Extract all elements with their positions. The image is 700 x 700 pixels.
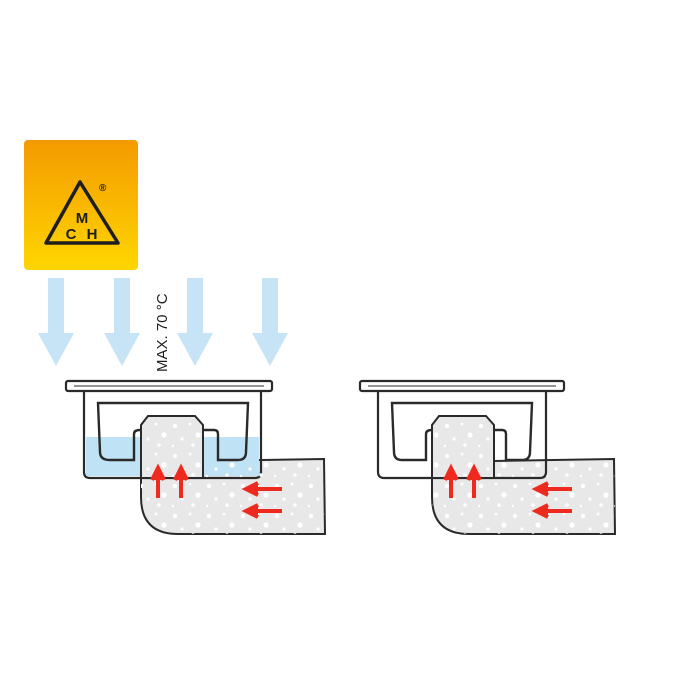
left-drain bbox=[64, 379, 327, 535]
registered-mark: ® bbox=[99, 183, 107, 194]
inflow-arrows bbox=[38, 278, 288, 366]
down-arrow-icon bbox=[177, 278, 213, 366]
mch-logo: M C H ® bbox=[24, 140, 138, 270]
bubble-texture bbox=[143, 418, 201, 476]
bell-trap bbox=[96, 401, 250, 462]
logo-letter-m: M bbox=[76, 210, 89, 227]
flow-arrow-icon bbox=[531, 481, 572, 497]
flow-arrow-icon bbox=[466, 463, 482, 498]
bell-trap bbox=[390, 401, 534, 462]
flow-arrow-icon bbox=[531, 503, 572, 519]
down-arrow-icon bbox=[38, 278, 74, 366]
flow-arrow-icon bbox=[443, 463, 459, 498]
flow-arrow-icon bbox=[150, 463, 166, 498]
down-arrow-icon bbox=[104, 278, 140, 366]
flow-arrow-icon bbox=[241, 503, 282, 519]
flow-arrow-icon bbox=[173, 463, 189, 498]
bubble-texture bbox=[434, 418, 492, 476]
logo-letter-c: C bbox=[66, 226, 77, 243]
logo-background bbox=[24, 140, 138, 270]
logo-letter-h: H bbox=[87, 226, 98, 243]
flow-arrow-icon bbox=[241, 481, 282, 497]
down-arrow-icon bbox=[252, 278, 288, 366]
logo-triangle bbox=[44, 180, 120, 245]
max-temperature-label: MAX. 70 °C bbox=[154, 293, 171, 372]
right-drain bbox=[358, 379, 617, 535]
